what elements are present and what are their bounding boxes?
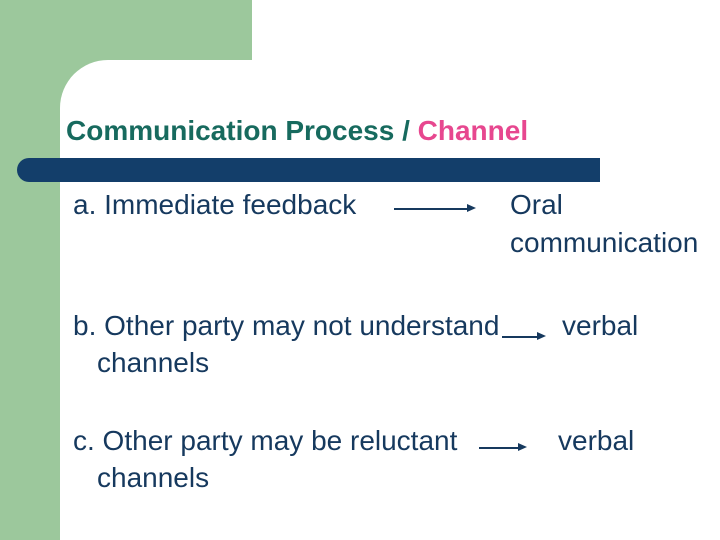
list-item-a-label: a. Immediate feedback [73,189,357,220]
green-sidebar [0,0,60,540]
page-title: Communication Process / Channel [66,114,528,148]
list-item-c-label-line1: c. Other party may be reluctant [73,425,458,456]
list-item-b: b. Other party may not understand channe… [73,307,499,381]
list-item-a: a. Immediate feedback [73,186,356,223]
page-title-accent: Channel [417,115,529,146]
arrow-connector-c-icon [479,443,527,451]
content-panel [60,60,720,540]
arrow-connector-a-icon [394,204,476,212]
title-divider-bar [17,158,600,182]
list-item-a-result: Oral communication [510,189,699,258]
list-item-c-label-line2: channels [97,462,210,493]
list-item-c: c. Other party may be reluctant channels [73,422,457,496]
list-item-c-result: verbal [558,425,635,456]
arrow-connector-b-icon [502,332,546,340]
list-item-b-label-line2: channels [97,347,210,378]
list-item-b-label-line1: b. Other party may not understand [73,310,500,341]
page-title-main: Communication Process / [66,115,410,146]
list-item-b-result: verbal [562,310,639,341]
